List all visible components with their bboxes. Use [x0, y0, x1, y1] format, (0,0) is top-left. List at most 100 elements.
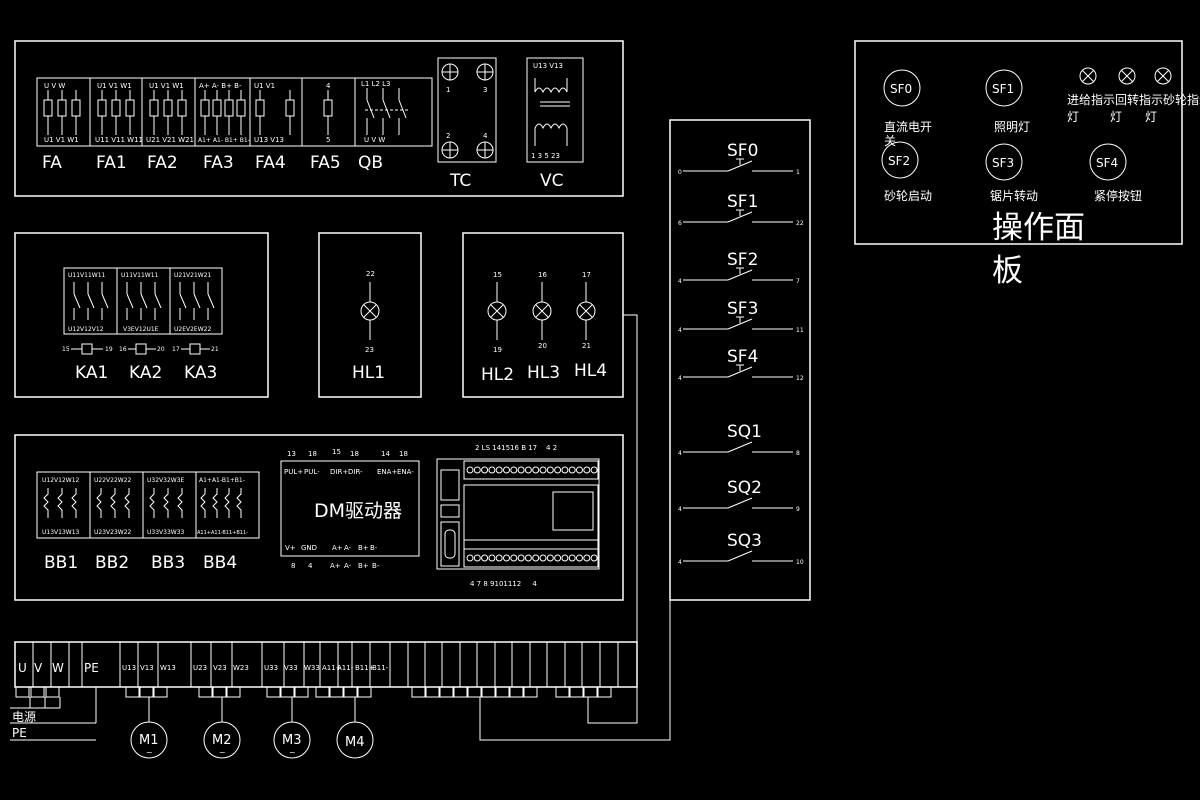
- transformer-tc-pin-4: 4: [483, 132, 488, 140]
- driver-pin-dir-minus: DIR-: [348, 468, 363, 476]
- bridge-bb4-top-pins: A1+A1-B1+B1-: [199, 477, 245, 484]
- motor-m1-symbol: ~: [146, 748, 153, 757]
- plc-terminal-screw: [473, 554, 481, 562]
- relay-ka1-top-pins: U11V11W11: [68, 272, 106, 279]
- relay-ka2: U11V11W11 V3EV12U1E 16 20 KA2: [119, 272, 165, 383]
- terminal-foot: [329, 686, 344, 698]
- transformer-tc: 1 3 2 4 TC: [437, 57, 497, 191]
- switch-right-num: 9: [796, 506, 800, 513]
- bridge-bb3-top-pins: U32V32W3E: [147, 477, 185, 484]
- motor-m2-label: M2: [212, 733, 232, 748]
- transformer-tc-pin-2: 2: [446, 132, 450, 140]
- plc-terminal-screw: [517, 466, 525, 474]
- switch-left-num: 4: [678, 450, 682, 457]
- terminal-foot: [226, 686, 241, 698]
- lamp-hl1-panel: 22 23 HL1: [318, 232, 422, 398]
- fuse-fa4: FA4 U1 V1 U13 V13: [254, 82, 295, 173]
- rectifier-vc-label: VC: [540, 171, 564, 191]
- button-sf3-caption: 锯片转动: [990, 188, 1038, 203]
- bridge-bb1-label: BB1: [44, 553, 78, 573]
- motor-m3-symbol: ~: [289, 748, 296, 757]
- transformer-tc-pin-1: 1: [446, 86, 450, 94]
- terminal-foot: [30, 686, 45, 698]
- button-sf4[interactable]: SF4 紧停按钮: [1089, 143, 1142, 203]
- plc-terminal-screw: [546, 466, 554, 474]
- button-sf3[interactable]: SF3 锯片转动: [985, 143, 1038, 203]
- fuse-fa2-top-pins: U1 V1 W1: [149, 82, 184, 90]
- indicator-lamp-icon: [1154, 67, 1172, 85]
- switch-right-num: 12: [796, 375, 804, 382]
- bridge-bb2: U22V22W22 U23V23W22 BB2: [94, 477, 132, 573]
- fuse-fa-bottom-pins: U1 V1 W1: [44, 136, 79, 144]
- switch-contact: [727, 441, 753, 453]
- relay-ka2-coil-left: 16: [119, 346, 127, 353]
- motor-m2-icon: [203, 721, 241, 759]
- plc-terminal-screw: [524, 554, 532, 562]
- bridge-bb3-label: BB3: [151, 553, 185, 573]
- indicator-lamps: 进给指示回转指示砂轮指示 灯 灯 灯: [1067, 67, 1200, 124]
- switch-contact: [727, 269, 753, 281]
- indicator-caption: 进给指示回转指示砂轮指示: [1067, 92, 1200, 107]
- terminal-foot: [280, 686, 295, 698]
- relay-ka1: U11V11W11 U12V12V12 15 19 KA1: [62, 272, 113, 383]
- terminal-foot: [125, 686, 140, 698]
- switch-right-num: 11: [796, 327, 804, 334]
- fuse-fa4-label: FA4: [255, 153, 286, 173]
- relay-ka1-bottom-pins: U12V12V12: [68, 326, 104, 333]
- button-sf1[interactable]: SF1 照明灯: [985, 69, 1030, 134]
- relay-ka1-coil-right: 19: [105, 346, 113, 353]
- fuse-fa2-label: FA2: [147, 153, 178, 173]
- motor-m4-label: M4: [345, 735, 365, 750]
- bridge-bb1: U12V12W12 U13V13W13 BB1: [42, 477, 80, 573]
- plc-top-terminals: [466, 466, 598, 474]
- terminal-label: PE: [84, 661, 99, 675]
- button-sf3-code: SF3: [992, 156, 1014, 170]
- fuse-fa2-bottom-pins: U21 V21 W21: [146, 136, 194, 144]
- rectifier-vc: U13 V13 1 3 5 23 VC: [526, 57, 584, 191]
- plc-terminal-screw: [561, 554, 569, 562]
- lamp-hl2: 15 19 HL2: [481, 271, 514, 385]
- terminal-label: U33: [264, 664, 278, 672]
- button-sf2[interactable]: SF2 砂轮启动: [881, 141, 932, 203]
- driver-bottom-num-6: B-: [372, 562, 380, 570]
- plc-terminal-screw: [583, 554, 591, 562]
- switch-right-num: 22: [796, 220, 804, 227]
- switch-left-num: 4: [678, 375, 682, 382]
- fuse-fa3-top-pins: A+ A- B+ B-: [199, 82, 242, 90]
- lamp-hl4: 17 21 HL4: [574, 271, 607, 381]
- motor-m3-label: M3: [282, 733, 302, 748]
- relay-panel: U11V11W11 U12V12V12 15 19 KA1 U11V11W11 …: [14, 232, 269, 398]
- terminal-label: V23: [213, 664, 227, 672]
- motor-m2: M2 ~: [203, 697, 241, 759]
- plc-terminal-screw: [503, 554, 510, 562]
- fuse-fa: FA U V W U1 V1 W1: [42, 82, 81, 173]
- relay-ka2-coil-right: 20: [157, 346, 165, 353]
- switch-right-num: 1: [796, 169, 800, 176]
- terminal-label: U23: [193, 664, 207, 672]
- terminal-foot: [15, 686, 30, 698]
- plc-terminal-screw: [481, 554, 489, 562]
- relay-ka3-coil-left: 17: [172, 346, 180, 353]
- terminal-foot: [495, 686, 510, 698]
- plc-terminal-screw: [495, 466, 503, 474]
- bridge-bb4-bottom-pins: A11+A11-B11+B11-: [197, 530, 248, 536]
- plc-terminal-screw: [546, 554, 554, 562]
- switch-contact: [727, 366, 753, 378]
- lamp-hl4-label: HL4: [574, 361, 607, 381]
- bridge-bb4: A1+A1-B1+B1- A11+A11-B11+B11- BB4: [197, 477, 248, 573]
- plc-terminal-screw: [583, 466, 591, 474]
- plc-terminal-screw: [481, 466, 489, 474]
- terminal-foot: [481, 686, 496, 698]
- switch-label: SF0: [727, 141, 758, 161]
- switch-left-num: 6: [678, 220, 682, 227]
- bridge-bb2-bottom-pins: U23V23W22: [94, 529, 132, 536]
- indicator-lamp-icon: [1079, 67, 1097, 85]
- fuse-fa4-bottom-pins: U13 V13: [254, 136, 284, 144]
- plc-terminal-screw: [561, 466, 569, 474]
- plc-terminal-screw: [576, 466, 583, 474]
- breaker-qb-top-pins: L1 L2 L3: [361, 80, 391, 88]
- button-sf0[interactable]: SF0 直流电开 关: [883, 69, 932, 148]
